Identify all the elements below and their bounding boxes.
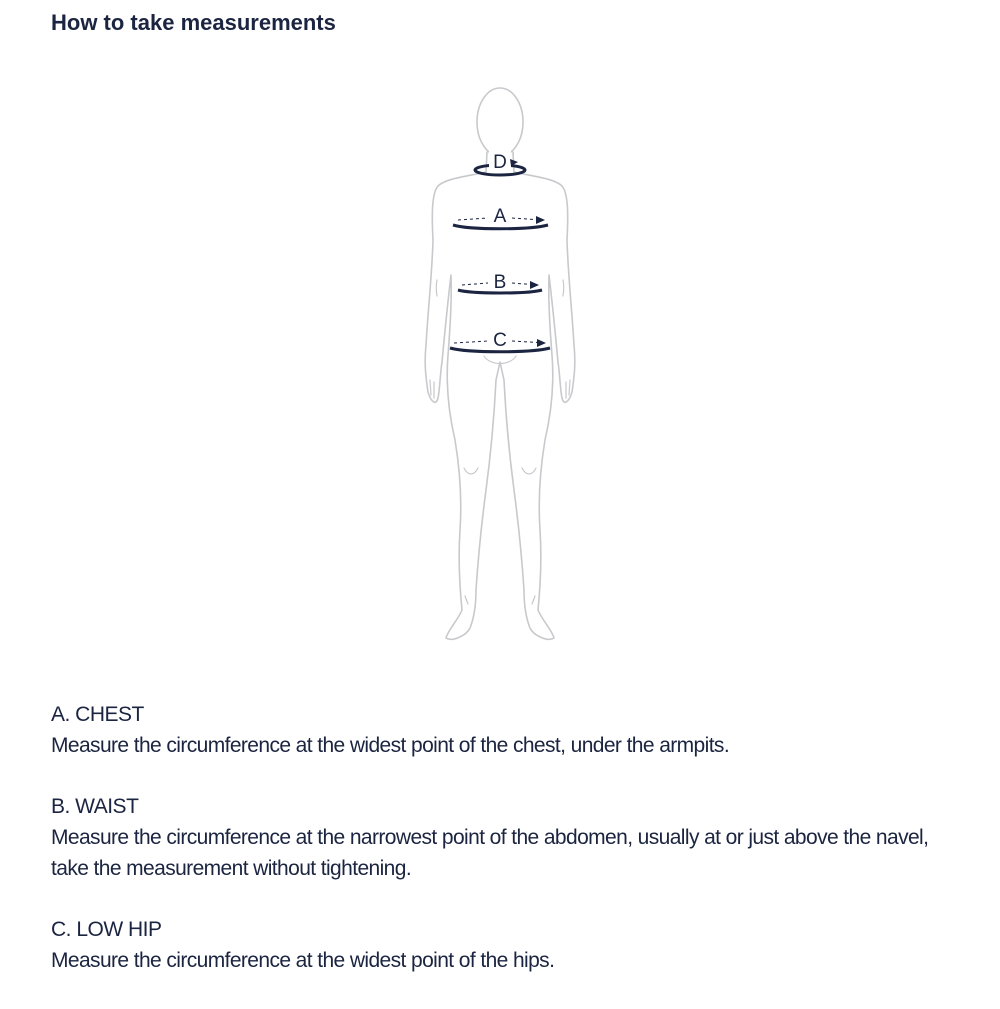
section-title: B. WAIST	[51, 795, 139, 818]
page-title: How to take measurements	[51, 10, 336, 35]
figure-hand-left	[429, 379, 435, 399]
arrow-icon	[510, 159, 518, 166]
section-title: C. LOW HIP	[51, 918, 162, 941]
figure-arm-detail-right	[562, 279, 565, 297]
section-title: A. CHEST	[51, 703, 144, 726]
section-waist: B. WAIST Measure the circumference at th…	[51, 792, 951, 884]
marker-b-label: B	[494, 272, 507, 293]
section-text: Measure the circumference at the narrowe…	[51, 826, 929, 880]
figure-brief	[483, 355, 517, 365]
figure-ankle-left	[464, 595, 469, 605]
figure-hand-right	[565, 379, 571, 399]
marker-d-label: D	[493, 152, 507, 173]
body-measurement-figure: D A B C	[400, 80, 600, 650]
body-figure-svg: D A B C	[424, 87, 576, 641]
figure-knee-left	[463, 467, 479, 475]
marker-a: A	[452, 203, 549, 231]
tape-waist	[457, 288, 543, 295]
figure-head	[476, 87, 524, 157]
tape-low-hip	[449, 346, 551, 354]
marker-d: D	[473, 150, 527, 177]
arrow-icon	[530, 281, 539, 289]
marker-c: C	[449, 326, 551, 354]
measurement-instructions: A. CHEST Measure the circumference at th…	[51, 700, 951, 1007]
arrow-icon	[536, 216, 545, 224]
figure-ankle-right	[531, 595, 536, 605]
section-text: Measure the circumference at the widest …	[51, 949, 555, 972]
figure-body-outline	[424, 171, 576, 641]
figure-arm-detail-left	[435, 279, 438, 297]
section-text: Measure the circumference at the widest …	[51, 734, 730, 757]
section-low-hip: C. LOW HIP Measure the circumference at …	[51, 915, 951, 976]
figure-knee-right	[521, 467, 537, 475]
arrow-icon	[537, 339, 546, 347]
marker-c-label: C	[493, 330, 507, 351]
marker-b: B	[457, 268, 543, 295]
tape-chest	[452, 223, 549, 231]
marker-a-label: A	[494, 206, 507, 227]
section-chest: A. CHEST Measure the circumference at th…	[51, 700, 951, 761]
